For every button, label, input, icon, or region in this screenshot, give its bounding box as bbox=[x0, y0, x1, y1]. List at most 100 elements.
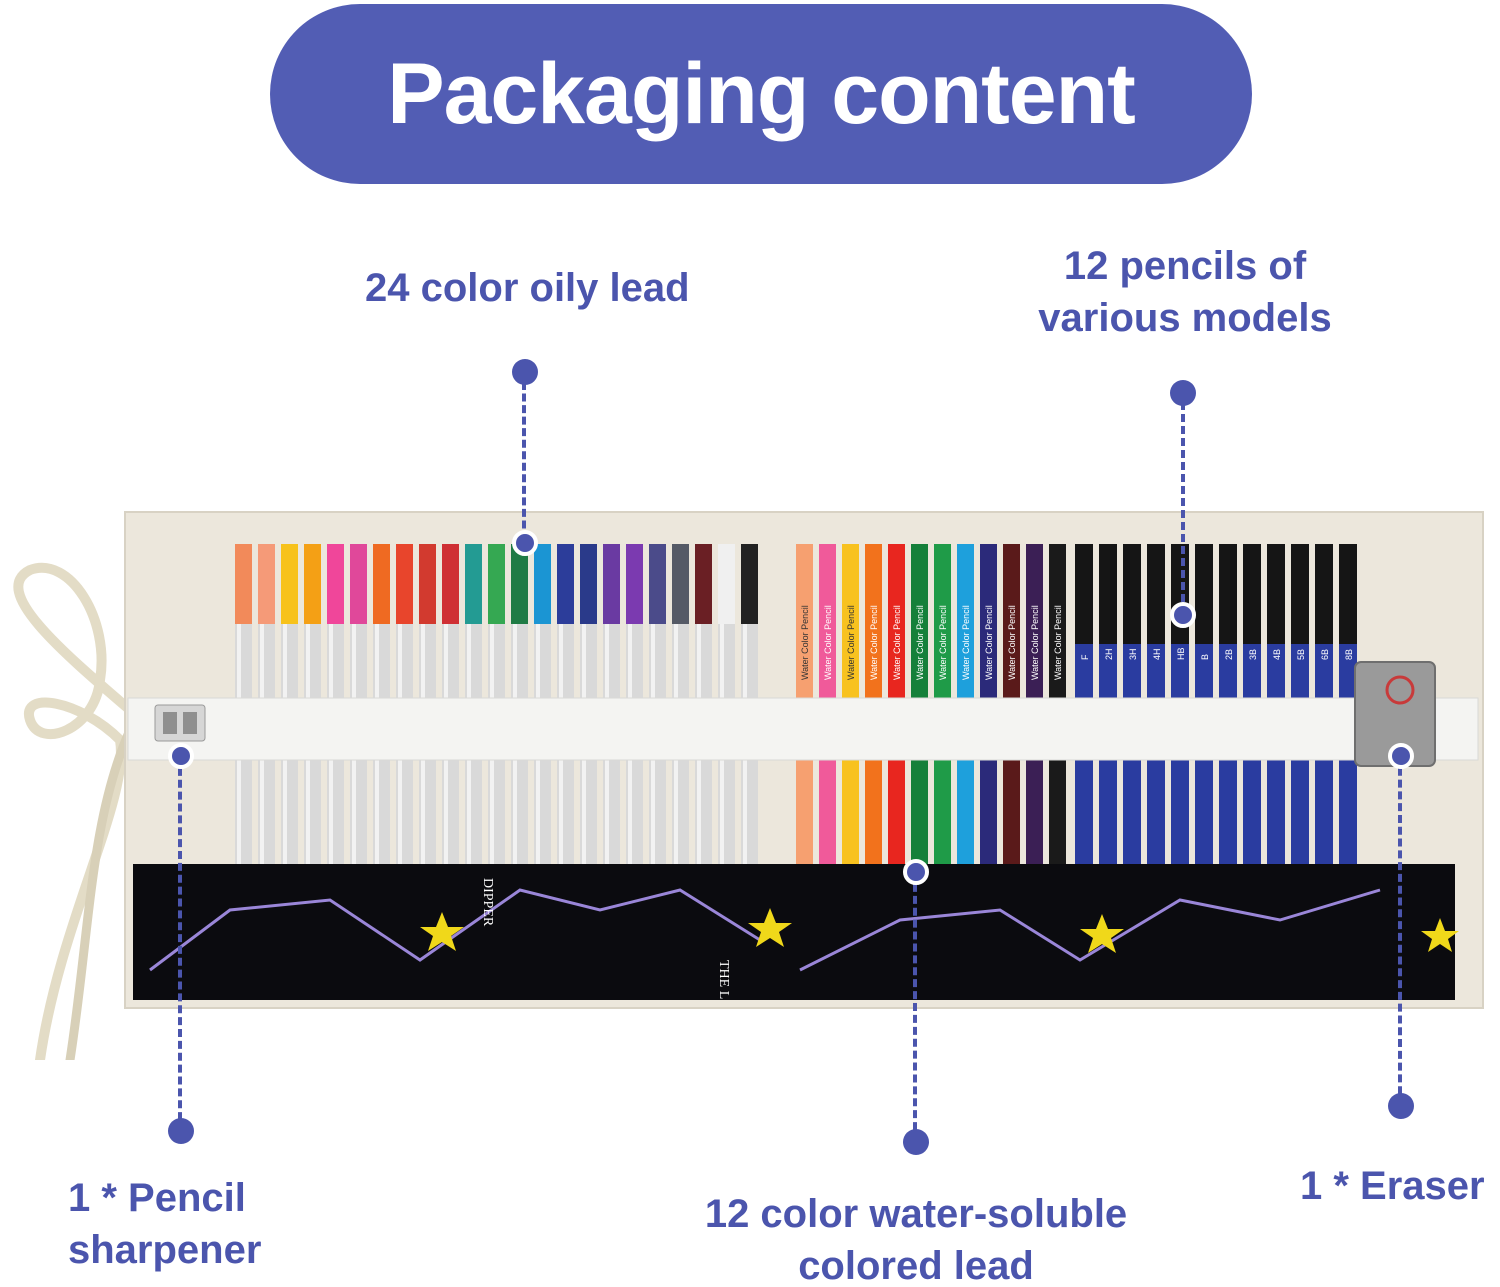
graphite-pencil-cap bbox=[1099, 544, 1117, 644]
oily-pencil-cap bbox=[442, 544, 459, 624]
label-watercolor-line1: 12 color water-soluble bbox=[704, 1192, 1128, 1236]
graphite-pencil-cap bbox=[1219, 544, 1237, 644]
label-sharpener-line1: 1 * Pencil bbox=[68, 1176, 246, 1220]
graphite-pencil-cap bbox=[1171, 544, 1189, 644]
oily-pencil-cap bbox=[304, 544, 321, 624]
oily-pencil-cap bbox=[534, 544, 551, 624]
oily-pencil-cap bbox=[718, 544, 735, 624]
watercolor-pencil-print: Water Color Pencil bbox=[1007, 605, 1017, 680]
graphite-grade-mark: F bbox=[1080, 654, 1090, 660]
label-watercolor-lead: 12 color water-soluble colored lead bbox=[690, 1188, 1142, 1287]
label-eraser: 1 * Eraser bbox=[1300, 1164, 1485, 1208]
pointer-dot-eraser bbox=[1388, 1093, 1414, 1119]
pointer-dot-graphite-target bbox=[1170, 602, 1196, 628]
graphite-pencil-body bbox=[1219, 644, 1237, 884]
star-icon bbox=[1080, 914, 1124, 953]
oily-pencil-cap bbox=[511, 544, 528, 624]
graphite-pencil-cap bbox=[1291, 544, 1309, 644]
oily-pencil-cap bbox=[327, 544, 344, 624]
oily-pencil-cap bbox=[281, 544, 298, 624]
pointer-line-eraser bbox=[1398, 756, 1402, 1106]
watercolor-pencil-print: Water Color Pencil bbox=[1053, 605, 1063, 680]
watercolor-pencil-print: Water Color Pencil bbox=[915, 605, 925, 680]
graphite-grade-mark: 4B bbox=[1272, 649, 1282, 660]
graphite-pencil-body bbox=[1099, 644, 1117, 884]
oily-pencil-cap bbox=[465, 544, 482, 624]
graphite-pencil-body bbox=[1171, 644, 1189, 884]
graphite-grade-mark: 2B bbox=[1224, 649, 1234, 660]
graphite-pencil-body bbox=[1147, 644, 1165, 884]
watercolor-pencil-print: Water Color Pencil bbox=[961, 605, 971, 680]
graphite-pencil-cap bbox=[1267, 544, 1285, 644]
pouch-print-dipper: DIPPER bbox=[480, 878, 495, 927]
graphite-grade-mark: 8B bbox=[1344, 649, 1354, 660]
label-watercolor-line2: colored lead bbox=[798, 1244, 1034, 1287]
pointer-dot-graphite bbox=[1170, 380, 1196, 406]
pointer-dot-watercolor-target bbox=[903, 859, 929, 885]
graphite-pencil-cap bbox=[1147, 544, 1165, 644]
drawstring-cord bbox=[13, 562, 135, 1060]
star-icon bbox=[748, 908, 792, 947]
title-banner: Packaging content bbox=[270, 4, 1252, 184]
graphite-pencil-cap bbox=[1195, 544, 1213, 644]
oily-pencil-cap bbox=[235, 544, 252, 624]
graphite-pencil-body bbox=[1291, 644, 1309, 884]
oily-pencil-cap bbox=[350, 544, 367, 624]
watercolor-pencil-print: Water Color Pencil bbox=[823, 605, 833, 680]
watercolor-pencil-print: Water Color Pencil bbox=[869, 605, 879, 680]
graphite-pencil-cap bbox=[1315, 544, 1333, 644]
pointer-dot-watercolor bbox=[903, 1129, 929, 1155]
graphite-grade-mark: 6B bbox=[1320, 649, 1330, 660]
graphite-pencil-body bbox=[1075, 644, 1093, 884]
label-graphite-pencils-line1: 12 pencils of bbox=[1063, 244, 1307, 288]
star-icon bbox=[420, 912, 464, 951]
oily-pencil-cap bbox=[741, 544, 758, 624]
pointer-line-sharpener bbox=[178, 756, 182, 1132]
oily-pencil-cap bbox=[695, 544, 712, 624]
pointer-dot-eraser-target bbox=[1388, 743, 1414, 769]
graphite-grade-mark: 5B bbox=[1296, 649, 1306, 660]
pointer-dot-sharpener bbox=[168, 1118, 194, 1144]
pouch-print-the: THE L bbox=[716, 960, 731, 999]
pointer-dot-oily bbox=[512, 359, 538, 385]
oily-pencil-cap bbox=[672, 544, 689, 624]
oily-pencil-cap bbox=[419, 544, 436, 624]
watercolor-pencil-print: Water Color Pencil bbox=[984, 605, 994, 680]
oily-pencil-cap bbox=[580, 544, 597, 624]
graphite-grade-mark: HB bbox=[1176, 647, 1186, 660]
page-title: Packaging content bbox=[387, 45, 1136, 142]
graphite-pencil-cap bbox=[1123, 544, 1141, 644]
oily-pencil-cap bbox=[373, 544, 390, 624]
graphite-pencil-body bbox=[1123, 644, 1141, 884]
graphite-pencil-body bbox=[1315, 644, 1333, 884]
pointer-line-watercolor bbox=[913, 872, 917, 1142]
watercolor-pencil-print: Water Color Pencil bbox=[938, 605, 948, 680]
oily-pencil-cap bbox=[258, 544, 275, 624]
label-graphite-pencils: 12 pencils of various models bbox=[1020, 240, 1350, 344]
label-sharpener-line2: sharpener bbox=[68, 1228, 262, 1272]
graphite-grade-mark: 4H bbox=[1152, 648, 1162, 660]
graphite-pencil-body bbox=[1267, 644, 1285, 884]
pointer-dot-sharpener-target bbox=[168, 743, 194, 769]
star-pouch: DIPPER THE L bbox=[133, 864, 1459, 1000]
watercolor-pencil-print: Water Color Pencil bbox=[892, 605, 902, 680]
pointer-line-oily bbox=[522, 382, 526, 540]
pencil-roll-image: Water Color Pencil Water Color Pencil Wate… bbox=[13, 511, 1484, 1060]
graphite-grade-mark: B bbox=[1200, 654, 1210, 660]
label-sharpener: 1 * Pencil sharpener bbox=[68, 1172, 261, 1276]
oily-pencil-cap bbox=[396, 544, 413, 624]
label-oily-lead: 24 color oily lead bbox=[365, 266, 690, 310]
graphite-grade-mark: 3B bbox=[1248, 649, 1258, 660]
pencil-sharpener bbox=[154, 704, 206, 742]
graphite-pencil-body bbox=[1195, 644, 1213, 884]
graphite-pencil-cap bbox=[1339, 544, 1357, 644]
graphite-grade-mark: 3H bbox=[1128, 648, 1138, 660]
oily-pencil-cap bbox=[488, 544, 505, 624]
pointer-dot-oily-target bbox=[512, 530, 538, 556]
oily-pencil-cap bbox=[603, 544, 620, 624]
graphite-grade-mark: 2H bbox=[1104, 648, 1114, 660]
star-icon bbox=[1421, 918, 1459, 952]
oily-pencil-cap bbox=[626, 544, 643, 624]
pointer-line-graphite bbox=[1181, 402, 1185, 614]
graphite-pencil-cap bbox=[1243, 544, 1261, 644]
